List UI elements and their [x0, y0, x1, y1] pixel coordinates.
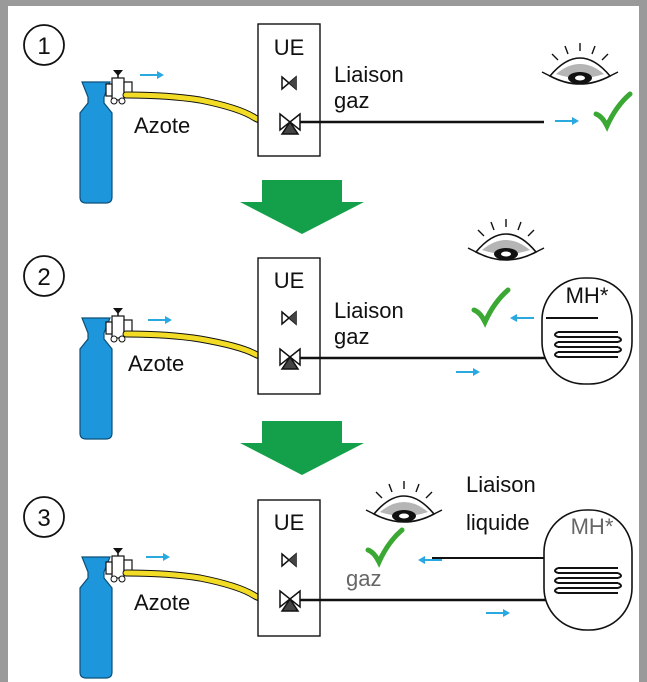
gas-label: Azote — [134, 590, 190, 615]
eye-icon — [541, 42, 619, 85]
flow-arrow-icon — [509, 313, 535, 323]
step-number: 3 — [37, 505, 50, 532]
flow-arrow-icon — [145, 552, 171, 562]
mh-unit — [543, 509, 633, 631]
liquid-label-1: Liaison — [466, 472, 536, 497]
step-number: 1 — [37, 33, 50, 60]
gas-label: Azote — [134, 113, 190, 138]
checkmark-icon — [368, 530, 402, 562]
ue-unit — [257, 499, 321, 637]
step-badge — [23, 24, 65, 66]
ue-label: UE — [274, 510, 305, 535]
nitrogen-cylinder-icon — [79, 81, 113, 204]
flow-arrow-icon — [554, 116, 580, 126]
line-label-1: Liaison — [334, 62, 404, 87]
down-arrow-icon — [240, 180, 364, 234]
step-number: 2 — [37, 264, 50, 291]
line-label-2: gaz — [334, 88, 369, 113]
regulator-icon — [105, 69, 133, 105]
panel-2: 2 Azote UE Liaison gaz MH* — [23, 218, 633, 440]
frame-left — [0, 0, 8, 682]
panel-1: 1 Azote UE Liaison gaz — [23, 23, 630, 204]
ue-unit — [257, 257, 321, 395]
flow-arrow-icon — [147, 315, 173, 325]
line-label-1: Liaison — [334, 298, 404, 323]
nitrogen-cylinder-icon — [79, 317, 113, 440]
gas-label: Azote — [128, 351, 184, 376]
regulator-icon — [105, 547, 133, 583]
checkmark-icon — [596, 94, 630, 126]
eye-icon — [467, 218, 545, 261]
checkmark-icon — [474, 290, 508, 322]
mh-label: MH* — [566, 283, 609, 308]
step-badge — [23, 255, 65, 297]
liquid-label-2: liquide — [466, 510, 530, 535]
flow-arrow-icon — [455, 367, 481, 377]
frame-right — [639, 0, 647, 682]
eye-icon — [365, 480, 443, 523]
gas-line-label: gaz — [346, 566, 381, 591]
ue-label: UE — [274, 268, 305, 293]
step-badge — [23, 496, 65, 538]
nitrogen-cylinder-icon — [79, 556, 113, 679]
frame-top — [0, 0, 647, 6]
flow-arrow-icon — [485, 608, 511, 618]
line-label-2: gaz — [334, 324, 369, 349]
down-arrow-icon — [240, 421, 364, 475]
panel-3: 3 Azote UE gaz Liaison liquide MH* — [23, 472, 633, 679]
flow-arrow-icon — [139, 70, 165, 80]
ue-label: UE — [274, 35, 305, 60]
mh-label: MH* — [571, 514, 614, 539]
